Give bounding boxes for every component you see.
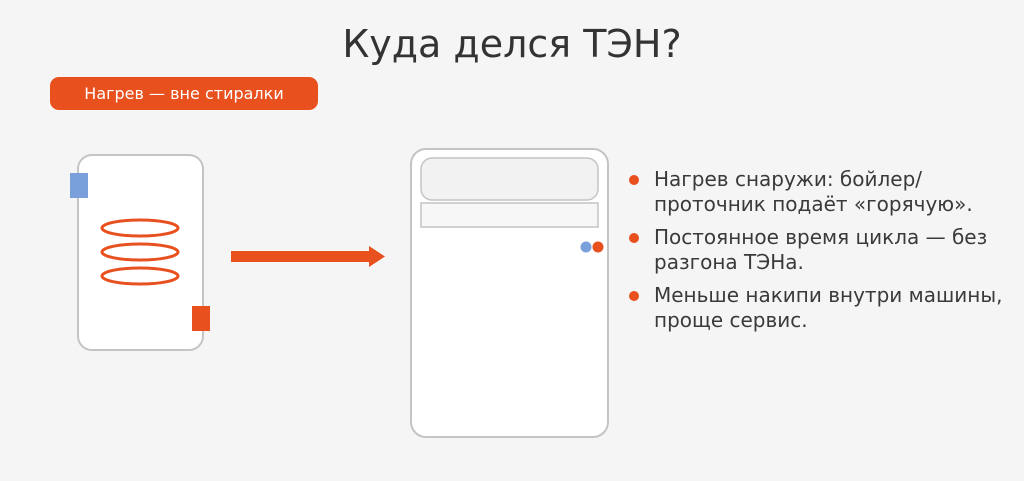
- benefits-list: Нагрев снаружи: бойлер/проточник подаёт …: [624, 167, 1004, 341]
- bullet-dot: [629, 291, 639, 301]
- list-item: Нагрев снаружи: бойлер/проточник подаёт …: [624, 167, 1004, 217]
- flow-arrow: [231, 246, 385, 267]
- list-item: Постоянное время цикла — без разгона ТЭН…: [624, 225, 1004, 275]
- bullet-dot: [629, 175, 639, 185]
- heating-coil-turn: [100, 218, 180, 238]
- heating-coil-turn: [100, 266, 180, 286]
- cold-water-inlet: [70, 173, 88, 198]
- heating-coil-turn: [100, 242, 180, 262]
- bullet-text: Нагрев снаружи: бойлер/проточник подаёт …: [654, 167, 973, 216]
- page-title: Куда делся ТЭН?: [342, 22, 682, 66]
- list-item: Меньше накипи внутри машины, проще серви…: [624, 283, 1004, 333]
- washer-control-panel: [420, 157, 599, 201]
- hot-water-outlet: [192, 306, 210, 331]
- arrow-shaft: [231, 251, 373, 262]
- washer-display-strip: [420, 202, 599, 228]
- heating-badge: Нагрев — вне стиралки: [50, 77, 318, 110]
- hot-indicator: [592, 241, 604, 253]
- arrow-head: [369, 246, 385, 267]
- bullet-text: Постоянное время цикла — без разгона ТЭН…: [654, 225, 988, 274]
- boiler: [70, 154, 210, 351]
- cold-indicator: [580, 241, 592, 253]
- bullet-dot: [629, 233, 639, 243]
- washing-machine: [410, 148, 609, 438]
- bullet-text: Меньше накипи внутри машины, проще серви…: [654, 283, 1003, 332]
- boiler-body: [77, 154, 204, 351]
